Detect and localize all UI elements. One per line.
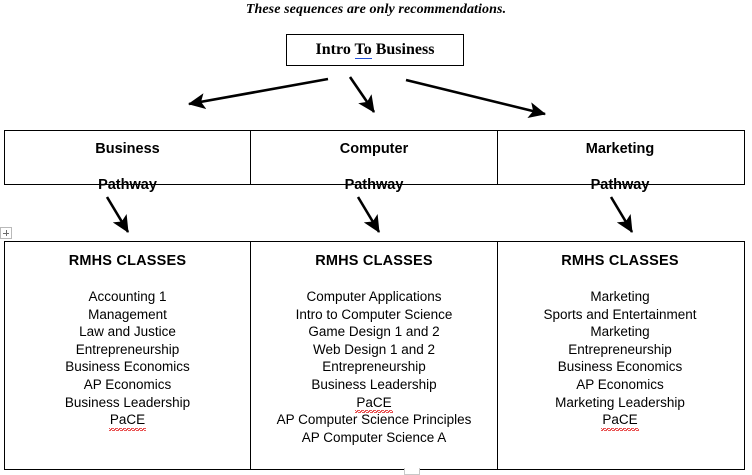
- classes-header-business: RMHS CLASSES: [68, 253, 187, 269]
- pathway-label-business: Business Pathway: [95, 122, 159, 194]
- arrow-to-business-pathway: [187, 77, 329, 110]
- class-item: Computer Applications: [306, 289, 442, 304]
- class-item: Business Economics: [557, 359, 683, 375]
- pathway-computer-line1: Computer: [339, 140, 409, 157]
- class-item-misspelled: PaCE: [601, 412, 639, 431]
- class-item: PaCE: [498, 411, 742, 431]
- class-item: Marketing: [590, 324, 650, 340]
- classes-header-marketing: RMHS CLASSES: [561, 253, 679, 269]
- intro-label-grammar-flagged-word: To: [354, 41, 372, 59]
- class-item: Intro to Computer Science: [295, 306, 453, 322]
- pathway-marketing-line1: Marketing: [585, 140, 655, 157]
- intro-to-business-label: Intro To Business: [315, 41, 435, 59]
- pathway-label-computer: Computer Pathway: [340, 122, 408, 194]
- arrow-to-computer-pathway: [348, 76, 376, 113]
- arrow-business-to-classes: [105, 196, 130, 233]
- pathway-cell-business[interactable]: Business Pathway: [5, 131, 251, 193]
- class-item: Game Design 1 and 2: [308, 324, 440, 340]
- diagram-title: These sequences are only recommendations…: [245, 2, 507, 17]
- class-item: Entrepreneurship: [322, 359, 426, 375]
- intro-label-part-1: Intro: [315, 41, 355, 58]
- intro-label-part-2: Business: [371, 41, 435, 58]
- class-item: Entrepreneurship: [75, 341, 180, 357]
- class-item: Web Design 1 and 2: [312, 341, 436, 357]
- class-item: Business Leadership: [64, 394, 191, 410]
- pathway-label-marketing: Marketing Pathway: [586, 122, 655, 194]
- pathway-marketing-line2: Pathway: [590, 176, 650, 193]
- class-item: AP Computer Science Principles: [276, 412, 472, 428]
- class-item: Marketing: [590, 289, 650, 304]
- pathway-row: Business Pathway Computer Pathway Market…: [4, 130, 745, 193]
- pathway-business-line1: Business: [95, 140, 160, 157]
- class-item: PaCE: [251, 394, 497, 413]
- arrow-to-marketing-pathway: [405, 78, 547, 118]
- class-item: Sports and Entertainment: [543, 306, 697, 322]
- pathway-computer-line2: Pathway: [344, 176, 404, 193]
- class-item: PaCE: [5, 411, 250, 431]
- class-item: Accounting 1: [88, 289, 167, 304]
- classes-header-computer: RMHS CLASSES: [315, 253, 433, 269]
- class-item: Management: [88, 306, 167, 322]
- class-item: Marketing Leadership: [555, 394, 685, 410]
- pathway-cell-computer[interactable]: Computer Pathway: [251, 131, 498, 193]
- class-item: AP Economics: [83, 376, 172, 392]
- class-item: Entrepreneurship: [568, 341, 672, 357]
- arrow-marketing-to-classes: [609, 196, 634, 233]
- class-item: AP Economics: [576, 376, 664, 392]
- class-item-misspelled: PaCE: [355, 394, 393, 413]
- arrow-computer-to-classes: [356, 196, 381, 233]
- class-item: AP Computer Science A: [301, 429, 447, 445]
- class-item: Law and Justice: [79, 324, 176, 340]
- class-item: Business Economics: [65, 359, 190, 375]
- intro-to-business-box[interactable]: Intro To Business: [286, 34, 464, 66]
- pathway-cell-marketing[interactable]: Marketing Pathway: [498, 131, 742, 193]
- class-item-misspelled: PaCE: [108, 412, 147, 431]
- table-move-handle-icon[interactable]: [0, 227, 12, 239]
- pathway-business-line2: Pathway: [98, 176, 157, 193]
- class-item: Business Leadership: [311, 376, 437, 392]
- table-resize-handle-icon[interactable]: [404, 468, 420, 475]
